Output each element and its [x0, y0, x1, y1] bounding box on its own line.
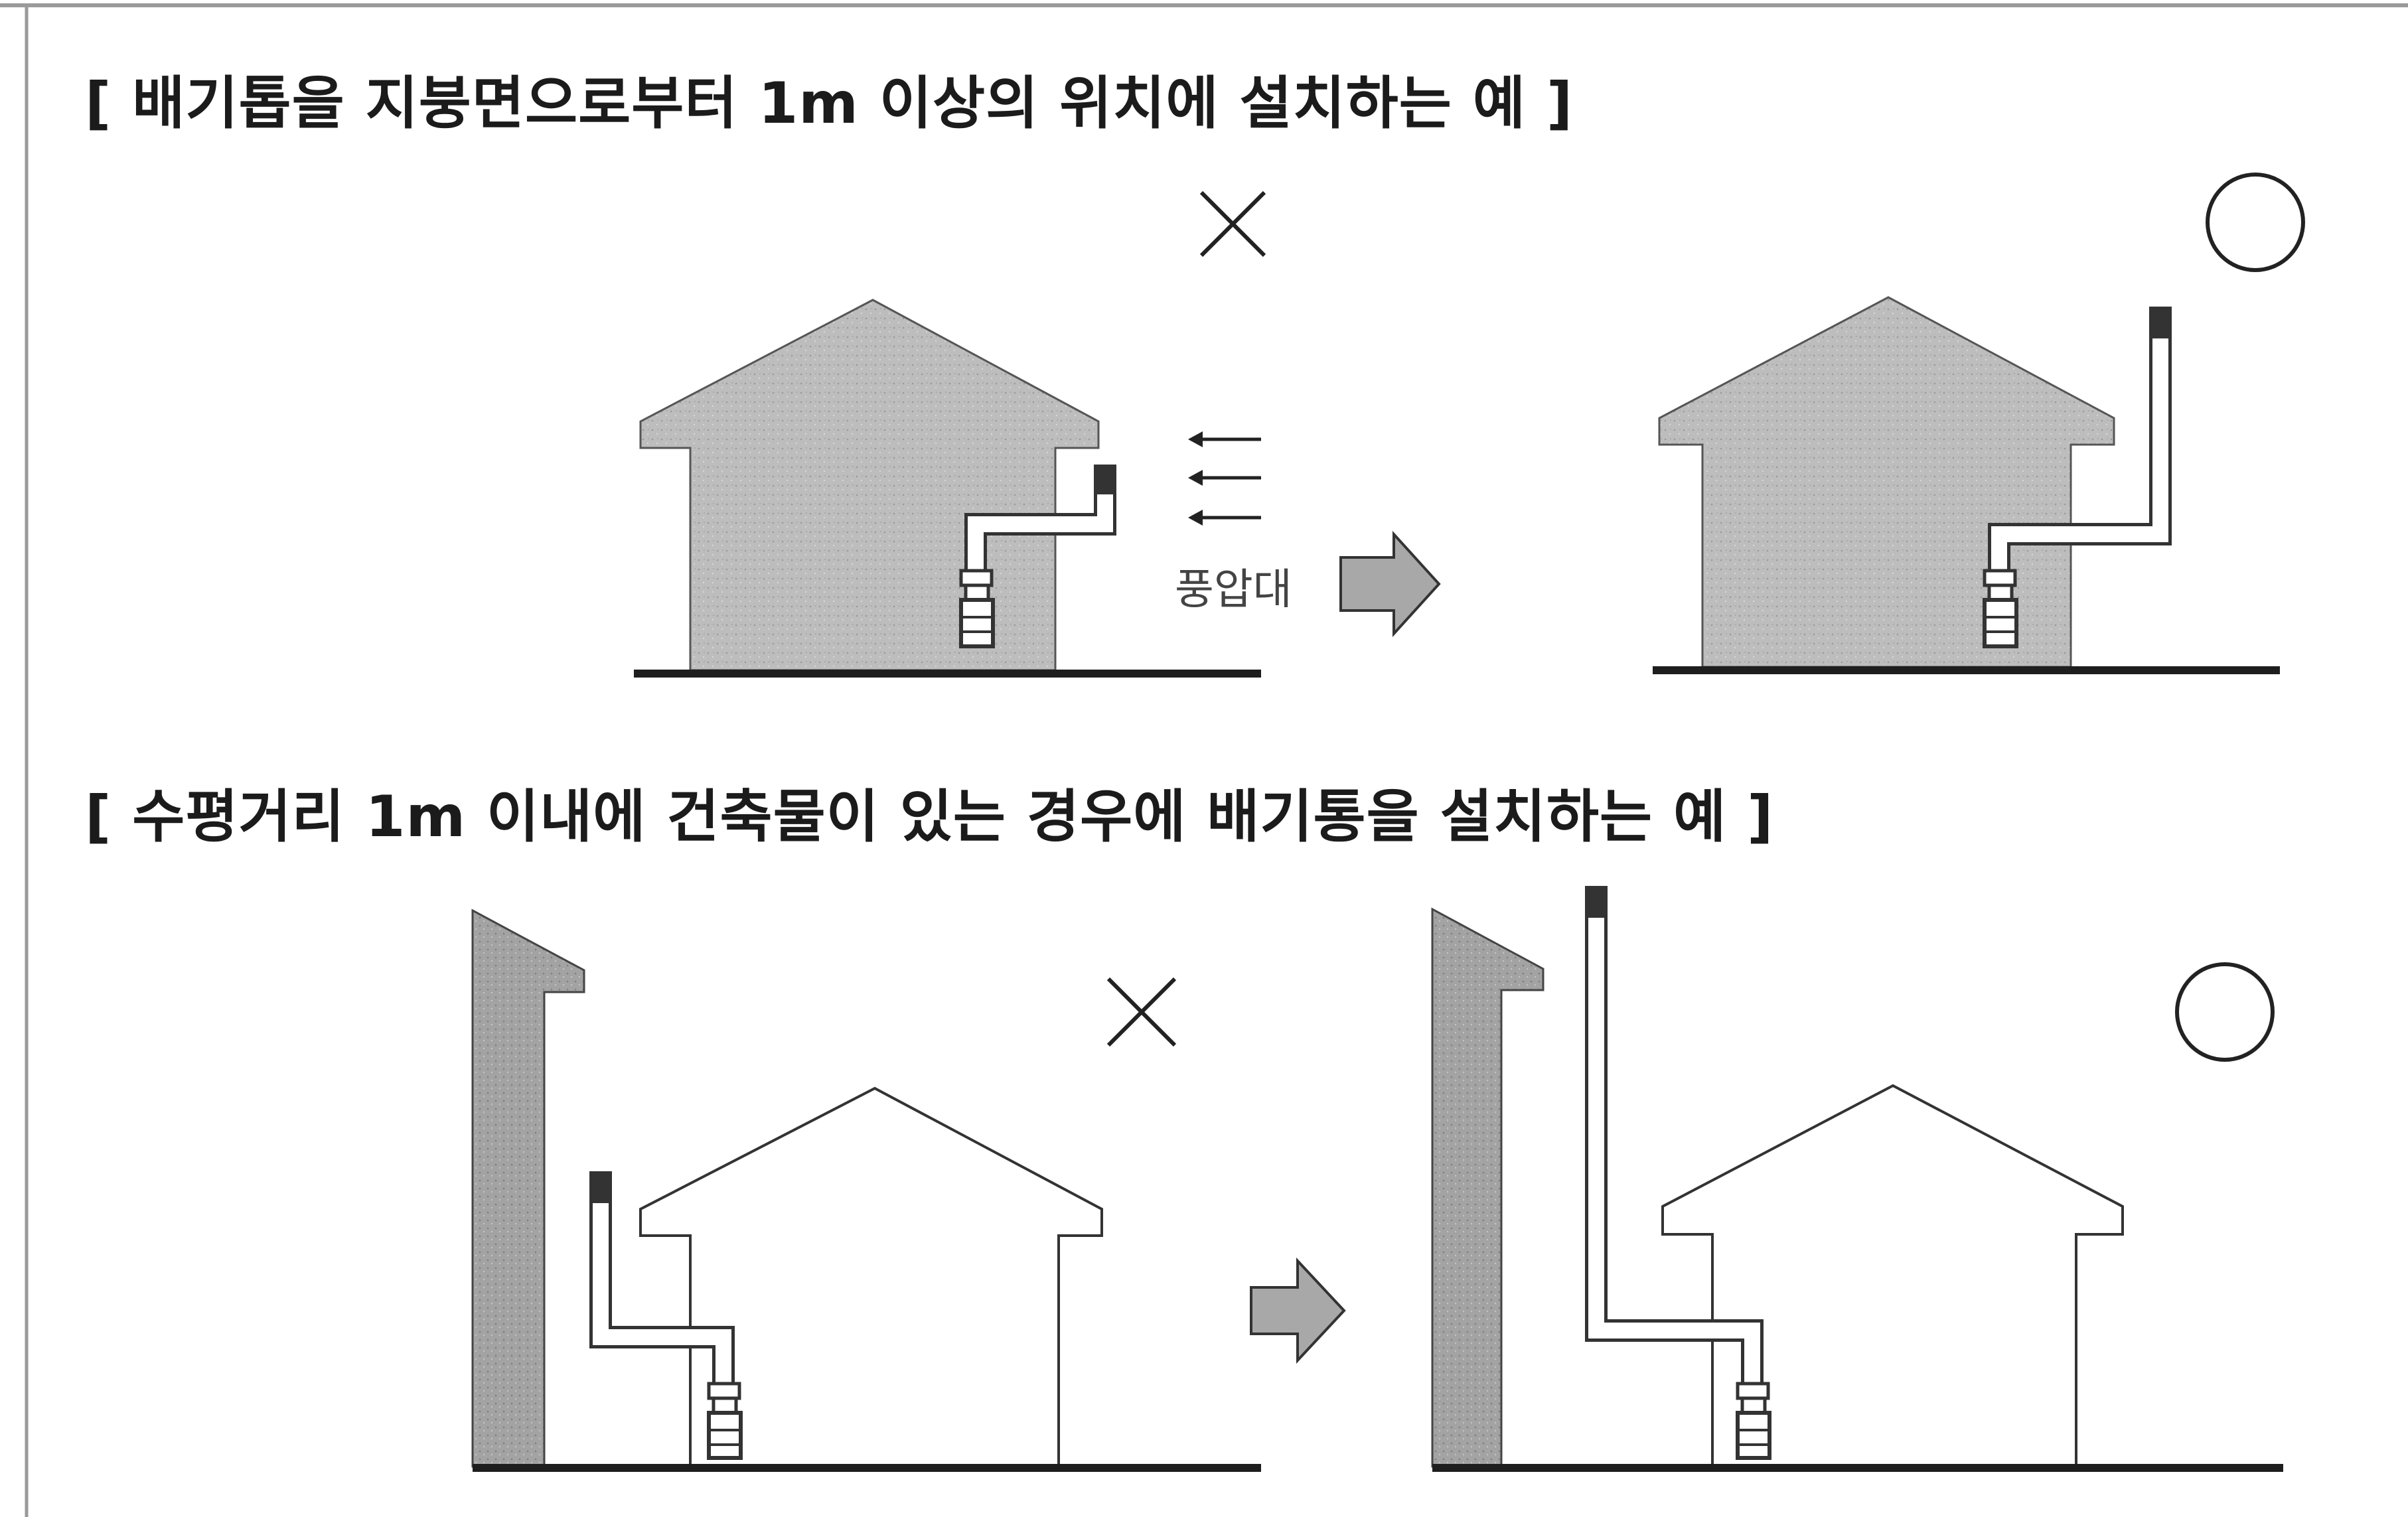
flue-pipe-extended — [1588, 916, 1760, 1384]
wind-arrows — [1188, 431, 1261, 526]
flue-terminal-icon — [2149, 307, 2172, 338]
boiler-icon — [1736, 1411, 1771, 1460]
section-heading-nearby-building: [ 수평거리 1m 이내에 건축물이 있는 경우에 배기통을 설치하는 예 ] — [85, 784, 1774, 850]
house-shaded — [1658, 296, 2115, 668]
flue-pipe — [593, 1201, 731, 1384]
house-shaded — [639, 299, 1100, 672]
boiler-neck — [1983, 569, 2017, 587]
flue-terminal-icon — [1094, 465, 1116, 494]
scene-top-wrong: 풍압대 — [634, 190, 1292, 678]
boiler-icon — [1983, 598, 2018, 648]
scene-bottom-correct — [1431, 886, 2283, 1472]
adjacent-building-wall — [471, 908, 585, 1468]
flue-pipe — [968, 491, 1113, 571]
house-outline — [639, 1086, 1103, 1467]
scene-bottom-wrong — [471, 908, 1261, 1472]
correct-mark-icon — [2175, 962, 2275, 1062]
transition-arrow-icon — [1250, 1257, 1346, 1364]
boiler-icon — [707, 1411, 743, 1460]
flue-terminal-icon — [589, 1171, 612, 1203]
boiler-icon — [959, 598, 995, 648]
transition-arrow-icon — [1339, 530, 1441, 638]
flue-pipe-extended — [1991, 335, 2168, 571]
boiler-neck — [959, 569, 994, 587]
section-heading-roof-height: [ 배기톱을 지붕면으로부터 1m 이상의 위치에 설치하는 예 ] — [85, 70, 1574, 137]
wind-pressure-label: 풍압대 — [1175, 565, 1292, 614]
flue-terminal-icon — [1585, 886, 1608, 918]
house-outline — [1661, 1084, 2124, 1467]
correct-mark-icon — [2206, 173, 2305, 272]
adjacent-building-wall — [1431, 907, 1544, 1468]
boiler-neck — [1736, 1382, 1770, 1400]
scene-top-correct — [1653, 173, 2305, 674]
boiler-neck — [707, 1382, 741, 1400]
